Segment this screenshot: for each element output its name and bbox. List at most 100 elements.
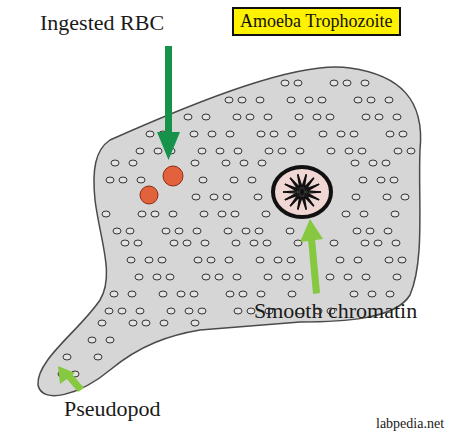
vacuole: [399, 131, 407, 137]
vacuole: [382, 160, 390, 166]
vacuole: [215, 274, 223, 280]
vacuole: [106, 177, 114, 183]
vacuole: [257, 131, 265, 137]
vacuole: [126, 228, 134, 234]
vacuole: [385, 257, 393, 263]
vacuole: [129, 160, 137, 166]
vacuole: [359, 177, 367, 183]
vacuole: [98, 320, 106, 326]
vacuole: [129, 320, 137, 326]
vacuole: [200, 211, 208, 217]
vacuole: [226, 131, 234, 137]
vacuole: [233, 114, 241, 120]
vacuole: [160, 320, 168, 326]
red-blood-cell: [140, 186, 158, 204]
vacuole: [159, 291, 167, 297]
chromatin-star: [283, 174, 321, 209]
vacuole: [240, 160, 248, 166]
vacuole: [353, 228, 361, 234]
vacuole: [288, 131, 296, 137]
vacuole: [383, 194, 391, 200]
vacuole: [250, 240, 258, 246]
vacuole: [362, 274, 370, 280]
vacuole: [191, 320, 199, 326]
vacuole: [137, 177, 145, 183]
vacuole: [170, 240, 178, 246]
vacuole: [231, 211, 239, 217]
callout-label: Smooth chromatin: [254, 298, 417, 323]
vacuole: [368, 291, 376, 297]
vacuole: [216, 148, 224, 154]
vacuole: [183, 240, 191, 246]
vacuole: [202, 274, 210, 280]
vacuole: [134, 240, 142, 246]
vacuoles: [58, 80, 415, 377]
chromatin-ray: [283, 191, 302, 192]
vacuole: [369, 160, 377, 166]
vacuole: [208, 131, 216, 137]
vacuole: [262, 211, 270, 217]
vacuole: [305, 97, 313, 103]
vacuole: [162, 228, 170, 234]
title-box: Amoeba Trophozoite: [232, 7, 401, 36]
vacuole: [192, 194, 200, 200]
vacuole: [145, 257, 153, 263]
vacuole: [385, 97, 393, 103]
vacuole: [351, 160, 359, 166]
vacuole: [361, 240, 369, 246]
vacuole: [362, 114, 370, 120]
chromatin-ray: [302, 184, 319, 192]
vacuole: [136, 308, 144, 314]
vacuole: [113, 228, 121, 234]
trophozoite-body: [38, 67, 421, 396]
vacuole: [105, 308, 113, 314]
vacuole: [246, 114, 254, 120]
vacuole: [274, 257, 282, 263]
vacuole: [326, 114, 334, 120]
chromatin-star: [283, 174, 321, 209]
vacuole: [248, 177, 256, 183]
vacuole: [393, 274, 401, 280]
vacuole: [287, 257, 295, 263]
pointer-arrow: [58, 366, 84, 392]
vacuole: [226, 291, 234, 297]
vacuole: [102, 211, 110, 217]
vacuole: [111, 160, 119, 166]
vacuole: [63, 354, 71, 360]
vacuole: [106, 337, 114, 343]
vacuole: [184, 114, 192, 120]
vacuole: [158, 257, 166, 263]
vacuole: [295, 114, 303, 120]
vacuole: [342, 211, 350, 217]
vacuole: [336, 257, 344, 263]
vacuole: [255, 228, 263, 234]
vacuole: [138, 211, 146, 217]
vacuole: [313, 114, 321, 120]
vacuole: [201, 240, 209, 246]
vacuole: [337, 131, 345, 137]
vacuole: [190, 291, 198, 297]
vacuole: [265, 148, 273, 154]
vacuole: [230, 177, 238, 183]
vacuole: [392, 240, 400, 246]
vacuole: [384, 228, 392, 234]
vacuole: [225, 257, 233, 263]
vacuole: [350, 291, 358, 297]
vacuole: [177, 291, 185, 297]
vacuole: [256, 257, 264, 263]
vacuole: [121, 240, 129, 246]
chromatin-ray: [298, 174, 302, 192]
vacuole: [167, 308, 175, 314]
vacuole: [393, 114, 401, 120]
vacuole: [319, 131, 327, 137]
vacuole: [264, 274, 272, 280]
vacuole: [94, 354, 102, 360]
red-blood-cell: [163, 166, 183, 186]
vacuole: [234, 148, 242, 154]
vacuole: [238, 97, 246, 103]
vacuole: [327, 148, 335, 154]
vacuole: [135, 274, 143, 280]
vacuole: [194, 257, 202, 263]
